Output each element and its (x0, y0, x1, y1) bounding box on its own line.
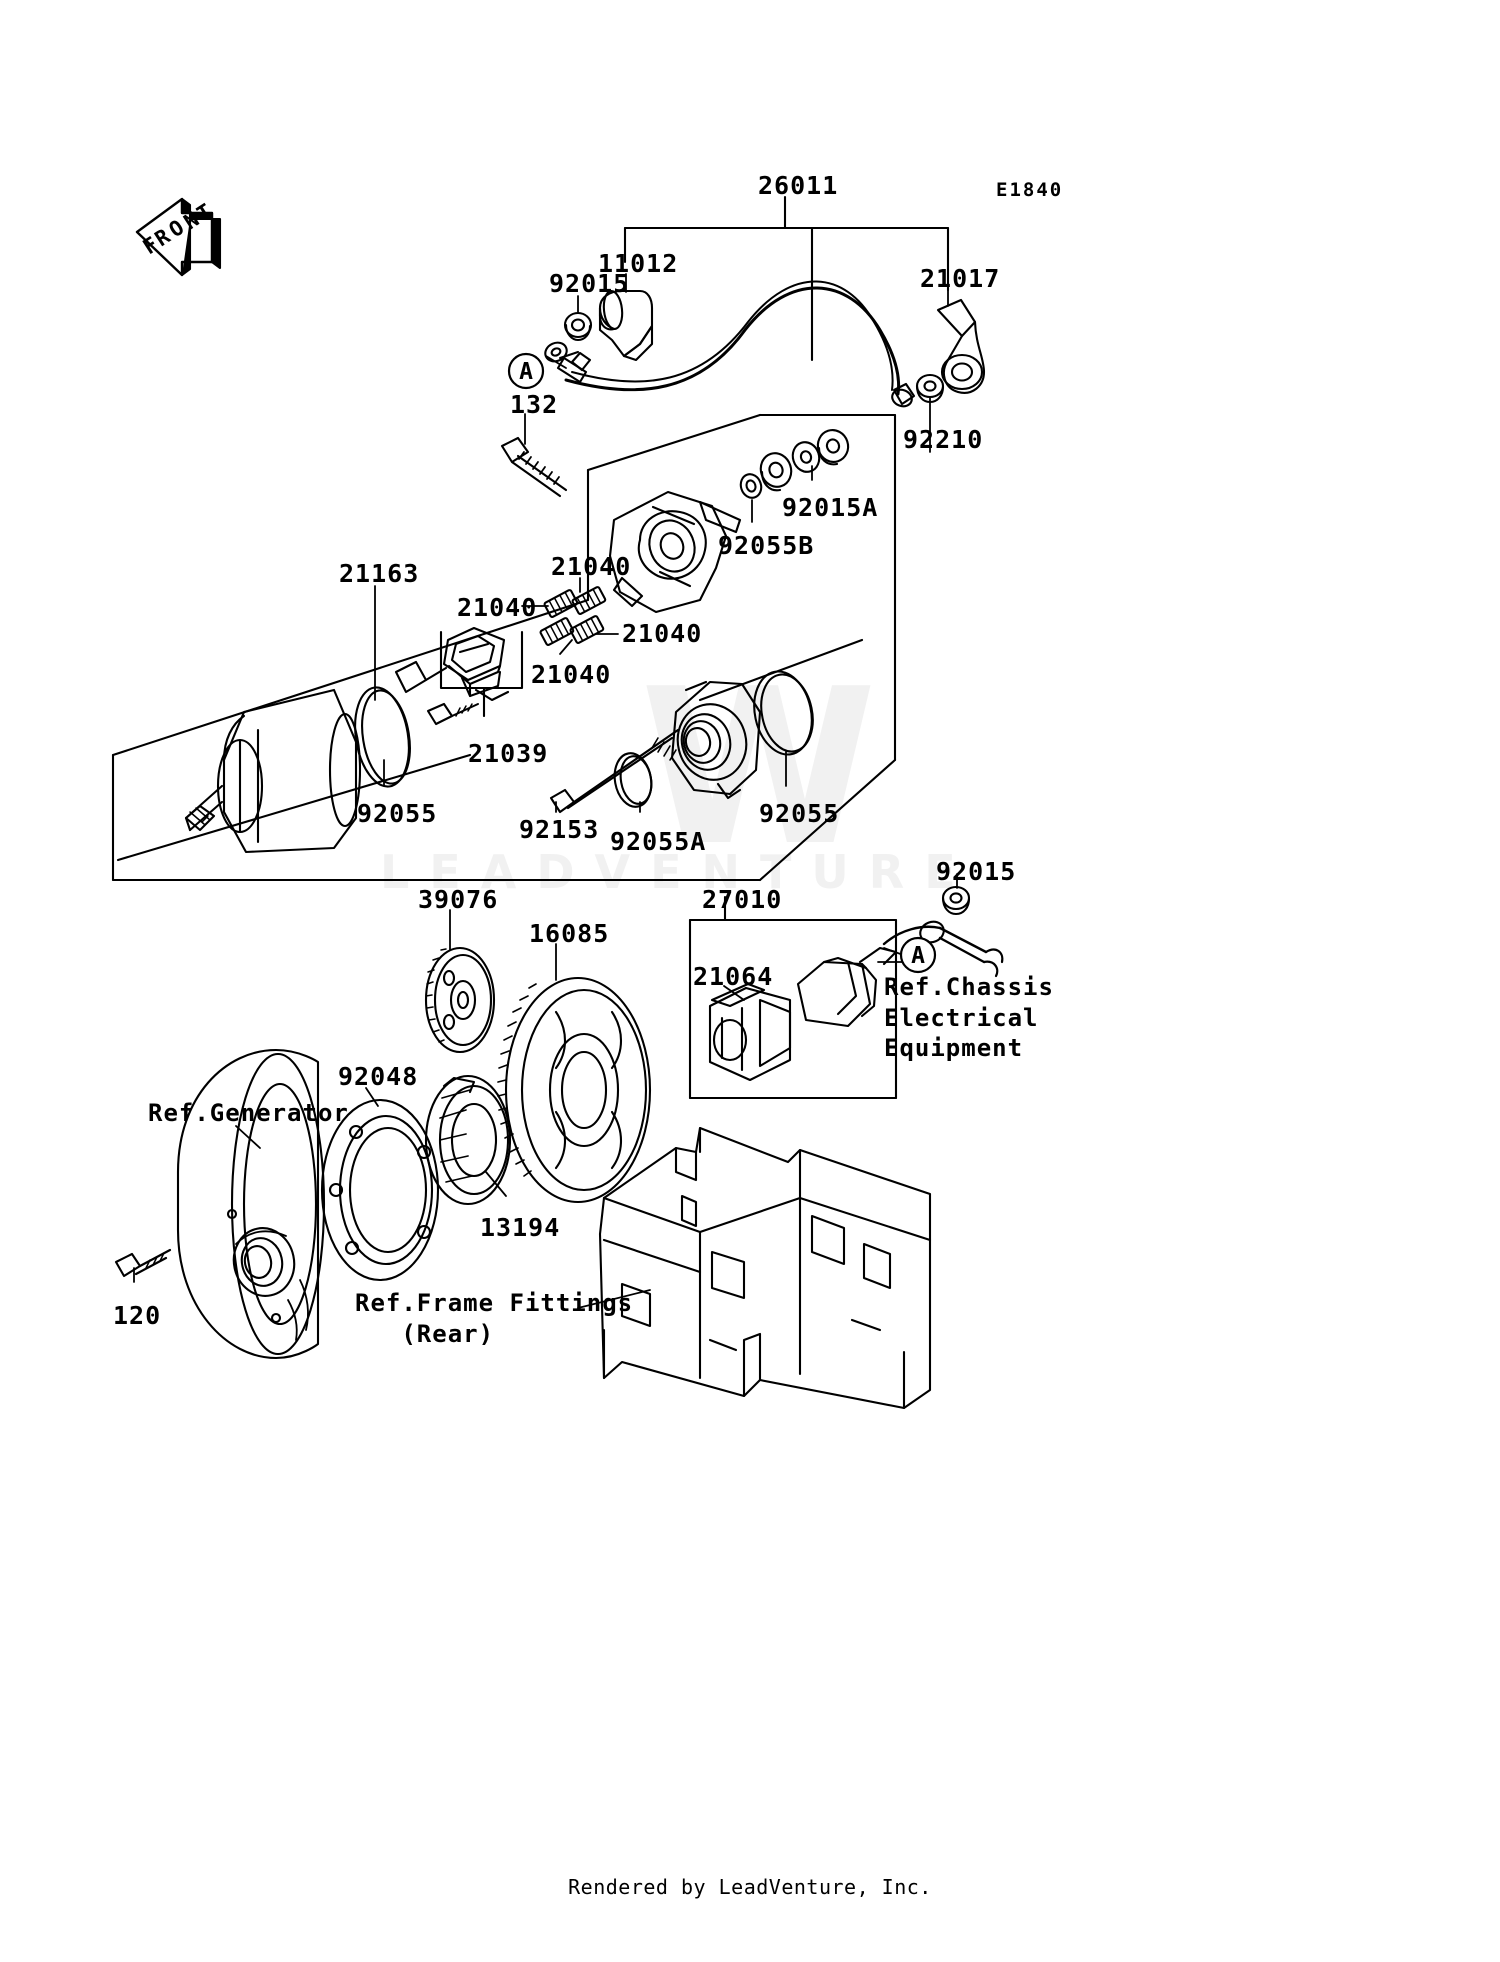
callout-26011[interactable]: 26011 (758, 171, 839, 200)
part-pinion-splines (184, 804, 216, 832)
part-120-bolt (114, 1248, 172, 1278)
r-chassis[interactable]: Ref.Chassis Electrical Equipment (884, 973, 1054, 1063)
cable-terminal-left (544, 341, 592, 384)
bracket-26011 (623, 195, 950, 362)
leader-lines (133, 273, 958, 1309)
callout-11012[interactable]: 11012 (598, 249, 679, 278)
cable-terminal-right (891, 382, 916, 408)
part-13194-clutch (424, 1074, 512, 1206)
callout-92055[interactable]: 92055 (357, 799, 438, 828)
part-92055-oring-right (753, 670, 814, 756)
callout-92015a[interactable]: 92015A (782, 493, 879, 522)
callout-21017[interactable]: 21017 (920, 264, 1001, 293)
callout-21040[interactable]: 21040 (622, 619, 703, 648)
part-21039-brush-holder (442, 626, 510, 702)
part-frame-battery-box (598, 1126, 932, 1410)
part-21163-armature (184, 688, 362, 854)
part-relay-harness (882, 920, 1004, 978)
r-frame[interactable]: Ref.Frame Fittings (Rear) (355, 1289, 634, 1348)
part-92015-nut-top (563, 311, 593, 342)
callout-92210[interactable]: 92210 (903, 425, 984, 454)
callout-21040[interactable]: 21040 (531, 660, 612, 689)
part-92048-plate (320, 1098, 440, 1282)
callout-16085[interactable]: 16085 (529, 919, 610, 948)
part-92055b-oring (739, 473, 763, 499)
part-starter-relay (796, 946, 898, 1028)
ref-marker-a-bottom-label: A (911, 943, 925, 969)
footer-attribution: Rendered by LeadVenture, Inc. (568, 1875, 932, 1899)
part-21040-brushes (539, 586, 607, 646)
callout-92015[interactable]: 92015 (936, 857, 1017, 886)
ref-marker-a-bottom (899, 936, 937, 974)
callout-92048[interactable]: 92048 (338, 1062, 419, 1091)
part-16085-ring-gear (497, 976, 652, 1204)
part-brush-lead (394, 660, 448, 694)
ref-marker-a-top-label: A (519, 359, 533, 385)
group-bracket-27010 (688, 895, 898, 1100)
callout-21040[interactable]: 21040 (551, 552, 632, 581)
r-generator[interactable]: Ref.Generator (148, 1099, 349, 1127)
callout-21163[interactable]: 21163 (339, 559, 420, 588)
callout-27010[interactable]: 27010 (702, 885, 783, 914)
part-starter-end-housing (608, 490, 742, 614)
callout-92015[interactable]: 92015 (549, 269, 630, 298)
callout-92055[interactable]: 92055 (759, 799, 840, 828)
callout-21064[interactable]: 21064 (693, 962, 774, 991)
part-11012-cap (598, 289, 654, 362)
part-92055a-oring (613, 752, 653, 808)
part-132-bolt (500, 436, 568, 498)
callout-39076[interactable]: 39076 (418, 885, 499, 914)
part-generator-rotor (176, 1048, 326, 1360)
part-39076-gear (424, 946, 496, 1054)
part-92015a-washers (759, 429, 850, 492)
part-21064-relay-holder (708, 982, 792, 1082)
callout-92153[interactable]: 92153 (519, 815, 600, 844)
front-arrow-icon: F R O N T (135, 197, 222, 277)
callout-21040[interactable]: 21040 (457, 593, 538, 622)
part-92015-nut-bottom (941, 885, 971, 916)
group-outline-21163 (111, 413, 897, 882)
ref-marker-a-top (507, 352, 545, 390)
callout-132[interactable]: 132 (510, 390, 559, 419)
callout-92055a[interactable]: 92055A (610, 827, 707, 856)
callout-92055b[interactable]: 92055B (718, 531, 815, 560)
diagram-code: E1840 (996, 179, 1064, 201)
callout-120[interactable]: 120 (113, 1301, 162, 1330)
part-brush-screw (426, 702, 479, 726)
callout-21039[interactable]: 21039 (468, 739, 549, 768)
callout-13194[interactable]: 13194 (480, 1213, 561, 1242)
part-21017-boot (936, 298, 986, 394)
part-starter-front-cover (670, 680, 762, 800)
